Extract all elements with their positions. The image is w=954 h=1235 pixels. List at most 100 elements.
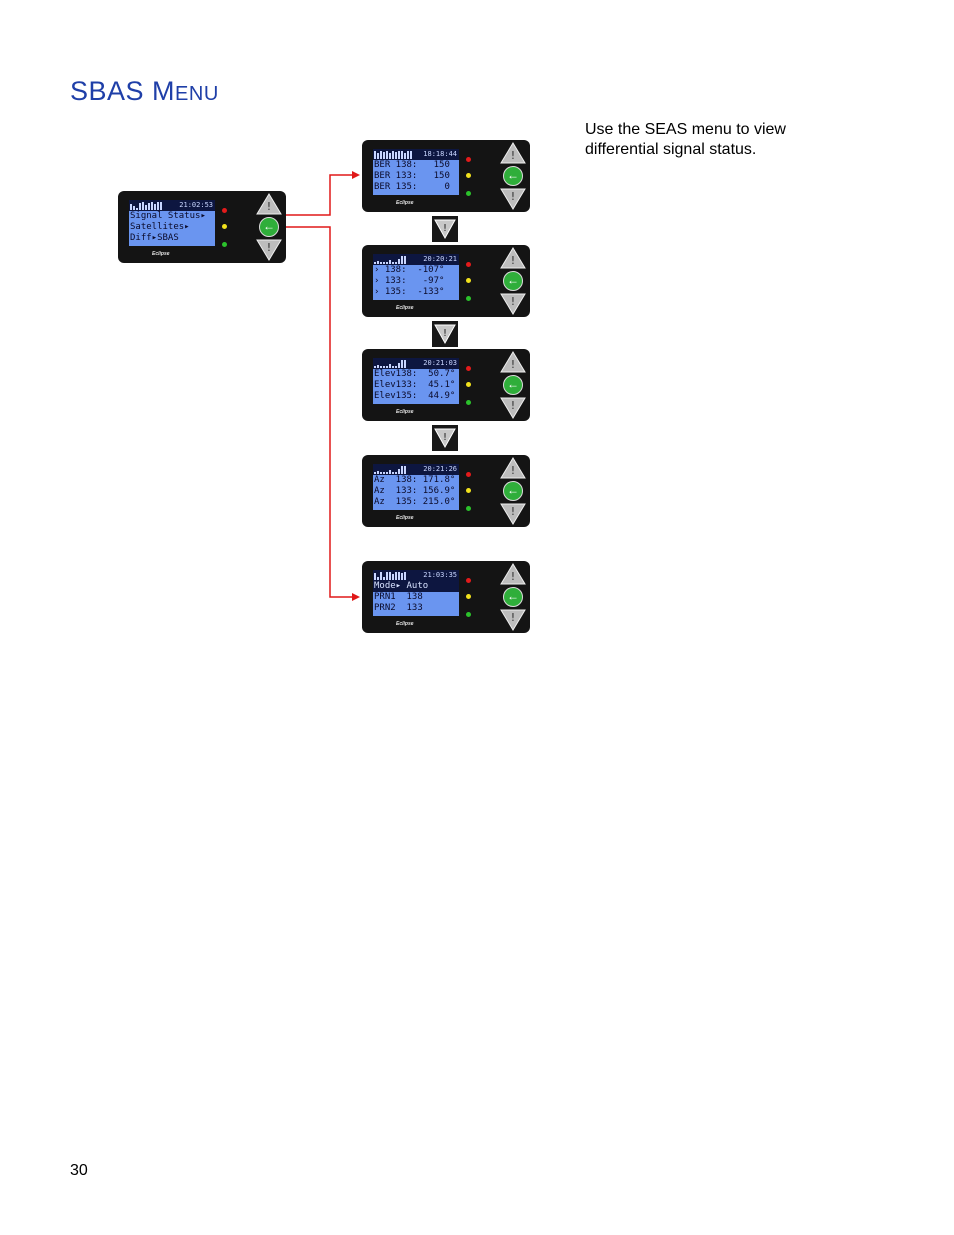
status-bar: 20:20:21 [373, 254, 459, 265]
signal-bars-icon [130, 202, 162, 210]
down-arrow-icon: ! [432, 425, 458, 451]
device-main-menu: 21:02:53 Signal Status▸ Satellites▸ Diff… [118, 191, 286, 263]
svg-text:!: ! [267, 200, 271, 213]
enter-button[interactable]: ← [503, 166, 523, 186]
clock: 20:20:21 [423, 255, 457, 263]
device-ber-screen: 18:18:44 BER 138: 150 BER 133: 150 BER 1… [362, 140, 530, 212]
down-button[interactable]: ! [500, 188, 526, 210]
lcd-screen: 18:18:44 BER 138: 150 BER 133: 150 BER 1… [373, 149, 459, 195]
signal-bars-icon [374, 360, 406, 368]
svg-text:!: ! [511, 358, 515, 371]
lcd-screen: 21:03:35 Mode▸ Auto PRN1 138 PRN2 133 [373, 570, 459, 616]
power-led-icon [222, 208, 227, 213]
clock: 21:02:53 [179, 201, 213, 209]
device-elevation-screen: 20:21:03 Elev138: 50.7° Elev133: 45.1° E… [362, 349, 530, 421]
down-button[interactable]: ! [500, 293, 526, 315]
signal-bars-icon [374, 256, 406, 264]
menu-item-diff[interactable]: Diff▸SBAS [130, 233, 179, 243]
menu-item-signal-status[interactable]: Signal Status▸ [130, 211, 206, 221]
diff-led-icon [466, 296, 471, 301]
signal-bars-icon [374, 151, 412, 159]
page-number: 30 [70, 1162, 88, 1179]
svg-text:!: ! [511, 149, 515, 162]
device-sbas-mode-screen: 21:03:35 Mode▸ Auto PRN1 138 PRN2 133 ! … [362, 561, 530, 633]
menu-item-mode[interactable]: Mode▸ Auto [373, 581, 459, 592]
svg-text:!: ! [511, 570, 515, 583]
brand-logo: Eclipse [396, 515, 414, 521]
diff-led-icon [466, 400, 471, 405]
up-button[interactable]: ! [500, 142, 526, 164]
enter-button[interactable]: ← [503, 271, 523, 291]
menu-item-satellites[interactable]: Satellites▸ [130, 222, 190, 232]
device-azimuth-screen: 20:21:26 Az 138: 171.8° Az 133: 156.9° A… [362, 455, 530, 527]
svg-text:!: ! [267, 241, 271, 254]
up-button[interactable]: ! [256, 193, 282, 215]
azimuth-row: Az 133: 156.9° [374, 486, 456, 496]
svg-text:!: ! [511, 190, 515, 203]
elevation-row: Elev138: 50.7° [374, 369, 456, 379]
signal-row: › 133: -97° [374, 276, 445, 286]
lcd-screen: 20:21:26 Az 138: 171.8° Az 133: 156.9° A… [373, 464, 459, 510]
enter-button[interactable]: ← [503, 481, 523, 501]
up-button[interactable]: ! [500, 247, 526, 269]
down-button[interactable]: ! [500, 503, 526, 525]
diff-led-icon [466, 506, 471, 511]
down-button[interactable]: ! [500, 397, 526, 419]
azimuth-row: Az 138: 171.8° [374, 475, 456, 485]
signal-bars-icon [374, 466, 406, 474]
up-button[interactable]: ! [500, 457, 526, 479]
ber-row: BER 138: 150 [374, 160, 450, 170]
brand-logo: Eclipse [396, 621, 414, 627]
elevation-row: Elev135: 44.9° [374, 391, 456, 401]
prn-row: PRN2 133 [374, 603, 423, 613]
svg-text:!: ! [511, 464, 515, 477]
gps-led-icon [466, 594, 471, 599]
status-bar: 21:02:53 [129, 200, 215, 211]
brand-logo: Eclipse [396, 409, 414, 415]
lcd-screen: 20:20:21 › 138: -107° › 133: -97° › 135:… [373, 254, 459, 300]
up-button[interactable]: ! [500, 351, 526, 373]
enter-button[interactable]: ← [503, 375, 523, 395]
svg-text:!: ! [443, 223, 447, 234]
prn-row: PRN1 138 [374, 592, 423, 602]
gps-led-icon [466, 173, 471, 178]
svg-text:!: ! [511, 611, 515, 624]
clock: 20:21:26 [423, 465, 457, 473]
status-bar: 20:21:03 [373, 358, 459, 369]
brand-logo: Eclipse [396, 200, 414, 206]
power-led-icon [466, 157, 471, 162]
signal-row: › 138: -107° [374, 265, 445, 275]
device-signal-screen: 20:20:21 › 138: -107° › 133: -97° › 135:… [362, 245, 530, 317]
power-led-icon [466, 262, 471, 267]
enter-button[interactable]: ← [259, 217, 279, 237]
description-text: Use the SEAS menu to view differential s… [585, 121, 786, 158]
power-led-icon [466, 578, 471, 583]
down-arrow-icon: ! [432, 216, 458, 242]
status-bar: 20:21:26 [373, 464, 459, 475]
clock: 20:21:03 [423, 359, 457, 367]
lcd-screen: 20:21:03 Elev138: 50.7° Elev133: 45.1° E… [373, 358, 459, 404]
svg-text:!: ! [511, 295, 515, 308]
elevation-row: Elev133: 45.1° [374, 380, 456, 390]
diff-led-icon [222, 242, 227, 247]
ber-row: BER 135: 0 [374, 182, 450, 192]
ber-row: BER 133: 150 [374, 171, 450, 181]
enter-button[interactable]: ← [503, 587, 523, 607]
gps-led-icon [466, 488, 471, 493]
diff-led-icon [466, 612, 471, 617]
svg-text:!: ! [443, 328, 447, 339]
signal-bars-icon [374, 572, 406, 580]
gps-led-icon [222, 224, 227, 229]
brand-logo: Eclipse [396, 305, 414, 311]
down-button[interactable]: ! [500, 609, 526, 631]
power-led-icon [466, 366, 471, 371]
svg-text:!: ! [511, 505, 515, 518]
azimuth-row: Az 135: 215.0° [374, 497, 456, 507]
page-title: SBAS MENU [70, 76, 219, 106]
up-button[interactable]: ! [500, 563, 526, 585]
signal-row: › 135: -133° [374, 287, 445, 297]
clock: 18:18:44 [423, 150, 457, 158]
down-arrow-icon: ! [432, 321, 458, 347]
down-button[interactable]: ! [256, 239, 282, 261]
gps-led-icon [466, 382, 471, 387]
